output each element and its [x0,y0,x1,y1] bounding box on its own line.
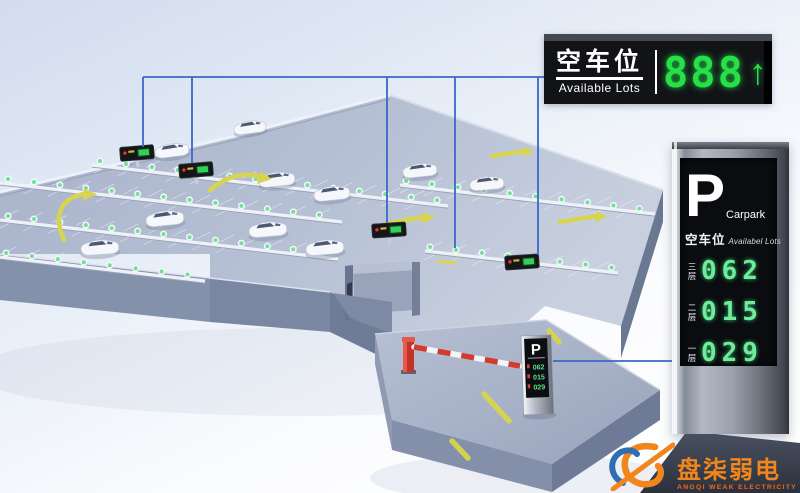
entrance-count-f3: 062 [533,364,545,371]
floor-row-3: 三层 062 [685,252,773,290]
ramp-cut [333,293,392,334]
available-lots-label: 空车位 Available Lots [544,39,649,98]
data-cable-lines [142,76,674,362]
pillar-screen: P Carpark 空车位 Availabel Lots 三层 062 二层 0… [680,158,781,368]
pillar-label-en: Availabel Lots [728,237,781,246]
brand-logo: 盘柒弱电 ANGQI WEAK ELECTRICITY [603,439,797,491]
floor-count: 029 [701,338,763,368]
pillar-label-cn: 空车位 [685,233,726,247]
floor-name: 一层 [687,343,697,363]
floor-name: 二层 [687,302,697,322]
entrance-sign-p: P [531,341,542,358]
brand-logo-icon [609,442,676,491]
barrier-gate [401,337,523,374]
brand-name-en: ANGQI WEAK ELECTRICITY [677,484,797,491]
floor-count: 015 [701,297,763,327]
entrance-platform [374,319,661,492]
floor-row-1: 一层 029 [685,334,773,372]
brand-name-cn: 盘柒弱电 [677,456,782,484]
pillar-edge-highlight [674,142,677,434]
entrance-count-f1: 029 [533,384,545,391]
carpark-pillar-sign: P Carpark 空车位 Availabel Lots 三层 062 二层 0… [672,142,789,434]
floor-name: 三层 [687,261,697,281]
entrance-count-f2: 015 [533,374,545,381]
direction-arrow-icon: ↑ [748,51,767,92]
available-lots-label-en: Available Lots [558,80,641,95]
pillar-pedestal [640,431,800,493]
pillar-top-cap [672,142,789,149]
brand-logo-text: 盘柒弱电 ANGQI WEAK ELECTRICITY [677,458,797,491]
sign-divider [655,50,658,94]
floor-count: 062 [701,256,763,286]
available-lots-label-cn: 空车位 [556,49,644,80]
pillar-brand: Carpark [726,209,766,221]
ramp-dashes [449,328,562,461]
available-lots-sign: 空车位 Available Lots 888 ↑ [544,34,772,104]
pillar-p-logo: P [685,162,726,229]
available-lots-readout: 888 ↑ [663,48,767,97]
entrance-sign-totem: P 062 015 029 [520,334,557,420]
parking-deck [0,93,664,362]
available-lots-count: 888 [663,47,745,97]
floor-row-2: 二层 015 [685,293,773,331]
